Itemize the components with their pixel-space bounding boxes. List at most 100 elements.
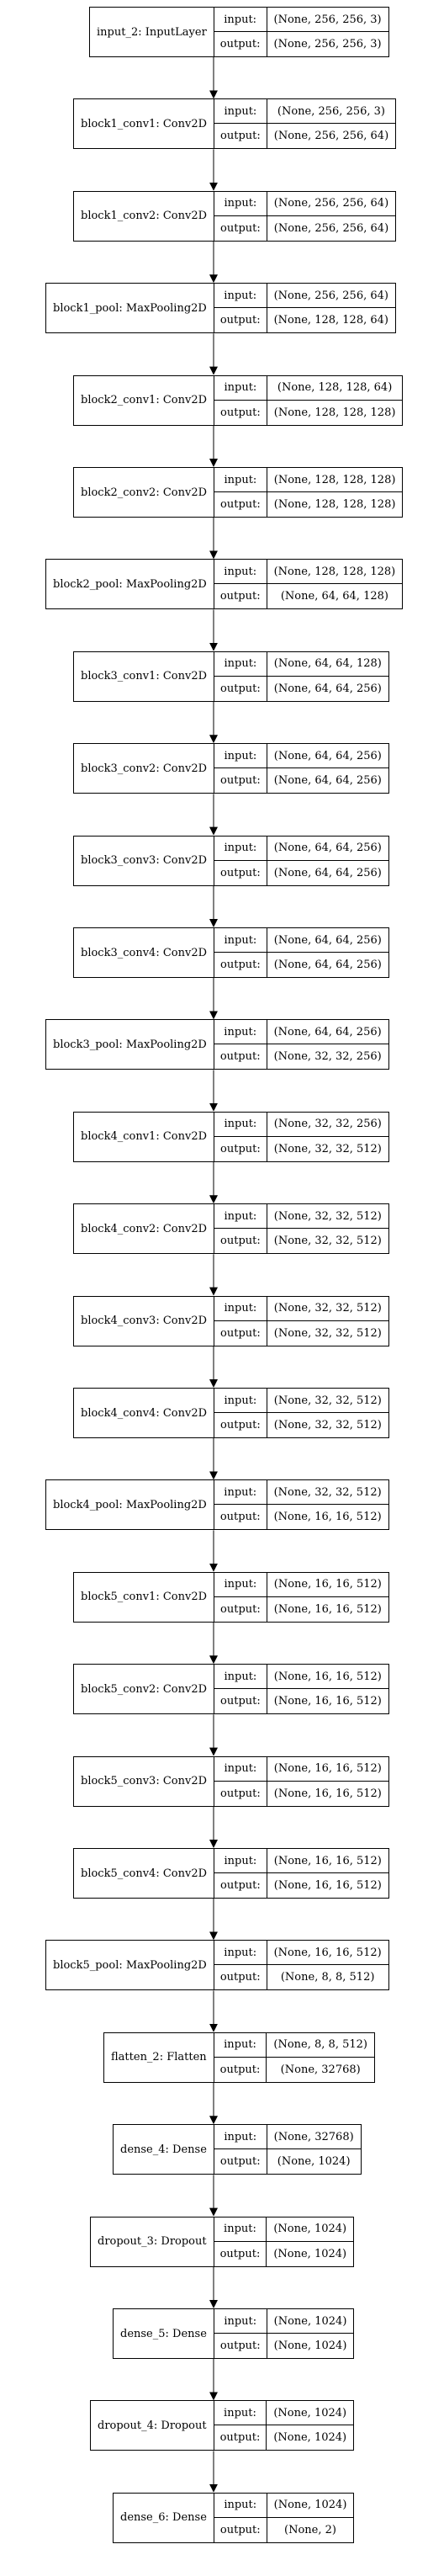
output-label: output: — [214, 32, 267, 56]
output-shape: (None, 64, 64, 128) — [280, 590, 388, 603]
input-label: input: — [214, 1204, 267, 1230]
output-shape: (None, 16, 16, 512) — [273, 1787, 382, 1800]
output-shape: (None, 1024) — [273, 2431, 347, 2445]
output-shape: (None, 32, 32, 256) — [273, 1050, 382, 1064]
layer-shape-table: input:(None, 1024)output:(None, 1024) — [213, 2217, 354, 2266]
output-shape: (None, 32, 32, 512) — [273, 1142, 382, 1155]
input-label: input: — [214, 2493, 267, 2518]
input-label: input: — [214, 836, 267, 861]
input-label: input: — [214, 284, 267, 309]
layer-node-block4-conv1: block4_conv1: Conv2D input:(None, 32, 32,… — [73, 1111, 389, 1162]
input-label: input: — [214, 651, 267, 677]
output-label: output: — [214, 2149, 267, 2175]
layer-name: block4_conv2: Conv2D — [81, 1222, 208, 1235]
layer-shape-table: input:(None, 32, 32, 256)output:(None, 3… — [214, 1112, 388, 1161]
input-label: input: — [214, 2125, 267, 2150]
output-label: output: — [214, 1044, 267, 1070]
input-shape: (None, 128, 128, 128) — [267, 468, 403, 492]
layer-name: block2_conv2: Conv2D — [81, 486, 208, 499]
layer-shape-table: input:(None, 64, 64, 256)output:(None, 3… — [213, 1020, 388, 1070]
layer-name: dense_4: Dense — [120, 2143, 207, 2156]
layer-shape-table: input:(None, 32, 32, 512)output:(None, 3… — [214, 1389, 388, 1437]
output-shape: (None, 1024) — [273, 2247, 347, 2260]
output-label: output: — [214, 1136, 267, 1161]
layer-shape-table: input:(None, 16, 16, 512)output:(None, 1… — [214, 1756, 388, 1806]
layer-name: block5_pool: MaxPooling2D — [53, 1958, 207, 1972]
layer-node-block3-conv2: block3_conv2: Conv2D input:(None, 64, 64,… — [73, 743, 389, 794]
output-shape: (None, 16, 16, 512) — [273, 1602, 382, 1616]
output-shape: (None, 128, 128, 128) — [273, 498, 396, 511]
layer-shape-table: input:(None, 32768)output:(None, 1024) — [213, 2125, 361, 2175]
input-label: input: — [214, 468, 267, 492]
input-label: input: — [214, 2032, 267, 2058]
input-shape: (None, 1024) — [267, 2401, 354, 2426]
layer-shape-table: input:(None, 256, 256, 64)output:(None, … — [213, 284, 395, 333]
output-label: output: — [214, 1596, 267, 1622]
output-shape: (None, 16, 16, 512) — [273, 1695, 382, 1708]
input-shape: (None, 256, 256, 3) — [267, 99, 396, 125]
layer-name: input_2: InputLayer — [97, 25, 207, 39]
layer-shape-table: input:(None, 128, 128, 128)output:(None,… — [213, 560, 403, 609]
input-label: input: — [214, 99, 267, 125]
output-label: output: — [214, 1505, 267, 1530]
output-shape: (None, 16, 16, 512) — [273, 1879, 382, 1892]
output-label: output: — [214, 1781, 267, 1806]
layer-name: dense_5: Dense — [120, 2327, 207, 2340]
layer-name: block3_conv4: Conv2D — [81, 946, 208, 959]
output-label: output: — [214, 1689, 267, 1714]
layer-shape-table: input:(None, 32, 32, 512)output:(None, 3… — [214, 1296, 388, 1346]
layer-name: block4_conv4: Conv2D — [81, 1406, 208, 1420]
layer-name: block5_conv1: Conv2D — [81, 1591, 208, 1604]
layer-shape-table: input:(None, 1024)output:(None, 1024) — [213, 2401, 354, 2451]
output-shape: (None, 64, 64, 256) — [273, 866, 382, 879]
layer-shape-table: input:(None, 64, 64, 128)output:(None, 6… — [214, 651, 388, 701]
layer-node-block4-conv2: block4_conv2: Conv2D input: (None, 32, 32,… — [73, 1203, 389, 1255]
input-shape: (None, 16, 16, 512) — [267, 1573, 388, 1597]
output-label: output: — [214, 2425, 267, 2451]
output-label: output: — [214, 124, 267, 149]
input-shape: (None, 64, 64, 128) — [267, 652, 388, 677]
output-shape: (None, 256, 256, 3) — [273, 38, 382, 50]
output-label: output: — [214, 308, 267, 333]
output-shape: (None, 128, 128, 64) — [273, 314, 388, 327]
input-shape: (None, 64, 64, 256) — [267, 1020, 388, 1045]
layer-shape-table: input:(None, 1024)output:(None, 2) — [213, 2493, 354, 2542]
layer-name: block3_pool: MaxPooling2D — [53, 1038, 207, 1051]
layer-shape-table: input:(None, 256, 256, 3)output:(None, 2… — [213, 8, 388, 56]
input-label: input: — [214, 1665, 267, 1690]
output-shape: (None, 256, 256, 64) — [273, 130, 389, 143]
input-shape: (None, 64, 64, 256) — [267, 744, 388, 769]
input-label: input: — [214, 1941, 267, 1966]
layer-shape-table: input:(None, 32, 32, 512)output:(None, 3… — [214, 1204, 388, 1254]
layer-shape-table: input:(None, 64, 64, 256)output:(None, 6… — [214, 744, 388, 794]
layer-name: block5_conv2: Conv2D — [81, 1682, 208, 1696]
output-shape: (None, 64, 64, 256) — [273, 682, 382, 695]
layer-shape-table: input:(None, 128, 128, 64)output:(None, … — [214, 375, 403, 425]
input-label: input: — [214, 1389, 267, 1413]
layer-name: block2_pool: MaxPooling2D — [53, 577, 207, 591]
layer-name: block3_conv2: Conv2D — [81, 762, 208, 775]
output-shape: (None, 128, 128, 128) — [273, 406, 396, 419]
output-shape: (None, 16, 16, 512) — [273, 1511, 382, 1524]
output-label: output: — [214, 2057, 267, 2082]
input-shape: (None, 16, 16, 512) — [267, 1849, 388, 1873]
input-shape: (None, 32, 32, 512) — [267, 1297, 388, 1321]
input-shape: (None, 16, 16, 512) — [267, 1665, 388, 1690]
layer-shape-table: input:(None, 1024)output:(None, 1024) — [213, 2309, 354, 2358]
layer-name: block1_pool: MaxPooling2D — [53, 301, 207, 315]
output-shape: (None, 1024) — [273, 2340, 347, 2352]
layer-name: block3_conv3: Conv2D — [81, 854, 208, 868]
layer-name: block4_conv1: Conv2D — [81, 1130, 208, 1144]
output-shape: (None, 32, 32, 512) — [273, 1235, 382, 1248]
input-shape: (None, 32, 32, 512) — [267, 1480, 388, 1506]
layer-name: block1_conv2: Conv2D — [81, 210, 208, 223]
